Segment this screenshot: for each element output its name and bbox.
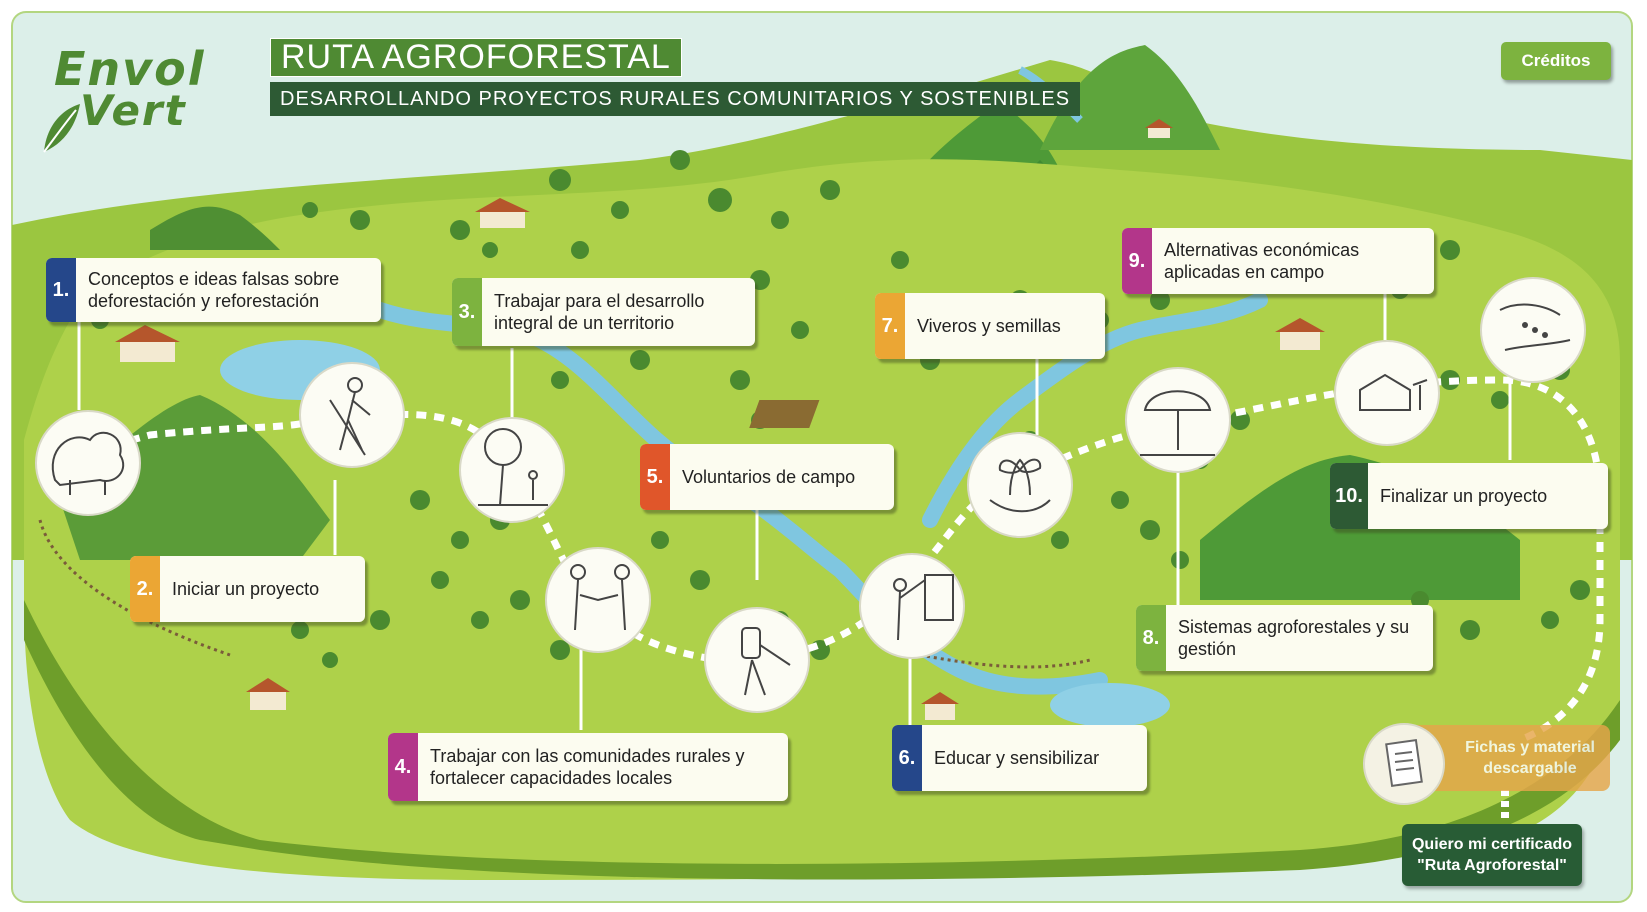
- step-5-number: 5.: [640, 444, 670, 510]
- step-2-button[interactable]: 2. Iniciar un proyecto: [130, 556, 365, 622]
- step-4-label: Trabajar con las comunidades rurales y f…: [430, 746, 745, 788]
- step-5-label: Voluntarios de campo: [682, 467, 856, 487]
- step-3-number: 3.: [452, 278, 482, 346]
- page-title: RUTA AGROFORESTAL: [270, 38, 682, 77]
- credits-button[interactable]: Créditos: [1501, 42, 1611, 80]
- certificate-label-line-2: "Ruta Agroforestal": [1417, 857, 1567, 874]
- teacher-icon[interactable]: [859, 553, 965, 659]
- step-6-number: 6.: [892, 725, 922, 791]
- downloads-label: Fichas y material descargable: [1465, 739, 1595, 777]
- document-icon[interactable]: [1362, 722, 1446, 806]
- step-5-button[interactable]: 5. Voluntarios de campo: [640, 444, 894, 510]
- step-9-number: 9.: [1122, 228, 1152, 294]
- step-7-label: Viveros y semillas: [917, 316, 1061, 336]
- step-6-label: Educar y sensibilizar: [934, 748, 1100, 768]
- step-1-number: 1.: [46, 258, 76, 322]
- page-subtitle: DESARROLLANDO PROYECTOS RURALES COMUNITA…: [270, 82, 1081, 116]
- certificate-button[interactable]: Quiero mi certificado "Ruta Agroforestal…: [1402, 824, 1582, 886]
- step-7-number: 7.: [875, 293, 905, 359]
- step-2-number: 2.: [130, 556, 160, 622]
- houses: [115, 119, 1325, 720]
- hiker-icon[interactable]: [704, 607, 810, 713]
- step-1-button[interactable]: 1. Conceptos e ideas falsas sobre defore…: [46, 258, 381, 322]
- step-3-label: Trabajar para el desarrollo integral de …: [494, 291, 705, 333]
- logo-word-2: Vert: [80, 86, 187, 135]
- step-1-label: Conceptos e ideas falsas sobre deforesta…: [88, 269, 340, 311]
- envolvert-logo: Envol Vert: [40, 40, 215, 153]
- tree-person-icon[interactable]: [459, 417, 565, 523]
- rural-house-icon[interactable]: [1334, 340, 1440, 446]
- step-9-label: Alternativas económicas aplicadas en cam…: [1164, 240, 1360, 282]
- digging-person-icon[interactable]: [299, 362, 405, 468]
- agroforestry-tree-icon[interactable]: [1125, 367, 1231, 473]
- tree-clump-icon[interactable]: [35, 410, 141, 516]
- step-4-button[interactable]: 4. Trabajar con las comunidades rurales …: [388, 733, 788, 801]
- step-6-button[interactable]: 6. Educar y sensibilizar: [892, 725, 1147, 791]
- step-8-button[interactable]: 8. Sistemas agroforestales y su gestión: [1136, 605, 1433, 671]
- seed-hands-icon[interactable]: [1480, 277, 1586, 383]
- step-10-label: Finalizar un proyecto: [1380, 486, 1548, 506]
- step-2-label: Iniciar un proyecto: [172, 579, 320, 599]
- step-9-button[interactable]: 9. Alternativas económicas aplicadas en …: [1122, 228, 1434, 294]
- certificate-label-line-1: Quiero mi certificado: [1411, 836, 1573, 853]
- connector-lines: [77, 293, 1512, 822]
- leaf-icon: [43, 104, 80, 153]
- downloads-button[interactable]: Fichas y material descargable: [1410, 725, 1610, 791]
- step-10-number: 10.: [1330, 463, 1368, 529]
- seedling-hands-icon[interactable]: [967, 432, 1073, 538]
- step-10-button[interactable]: 10. Finalizar un proyecto: [1330, 463, 1608, 529]
- step-7-button[interactable]: 7. Viveros y semillas: [875, 293, 1105, 359]
- step-4-number: 4.: [388, 733, 418, 801]
- logo-word-1: Envol: [54, 42, 206, 96]
- step-3-button[interactable]: 3. Trabajar para el desarrollo integral …: [452, 278, 755, 346]
- step-8-label: Sistemas agroforestales y su gestión: [1178, 617, 1410, 659]
- handshake-icon[interactable]: [545, 547, 651, 653]
- step-8-number: 8.: [1136, 605, 1166, 671]
